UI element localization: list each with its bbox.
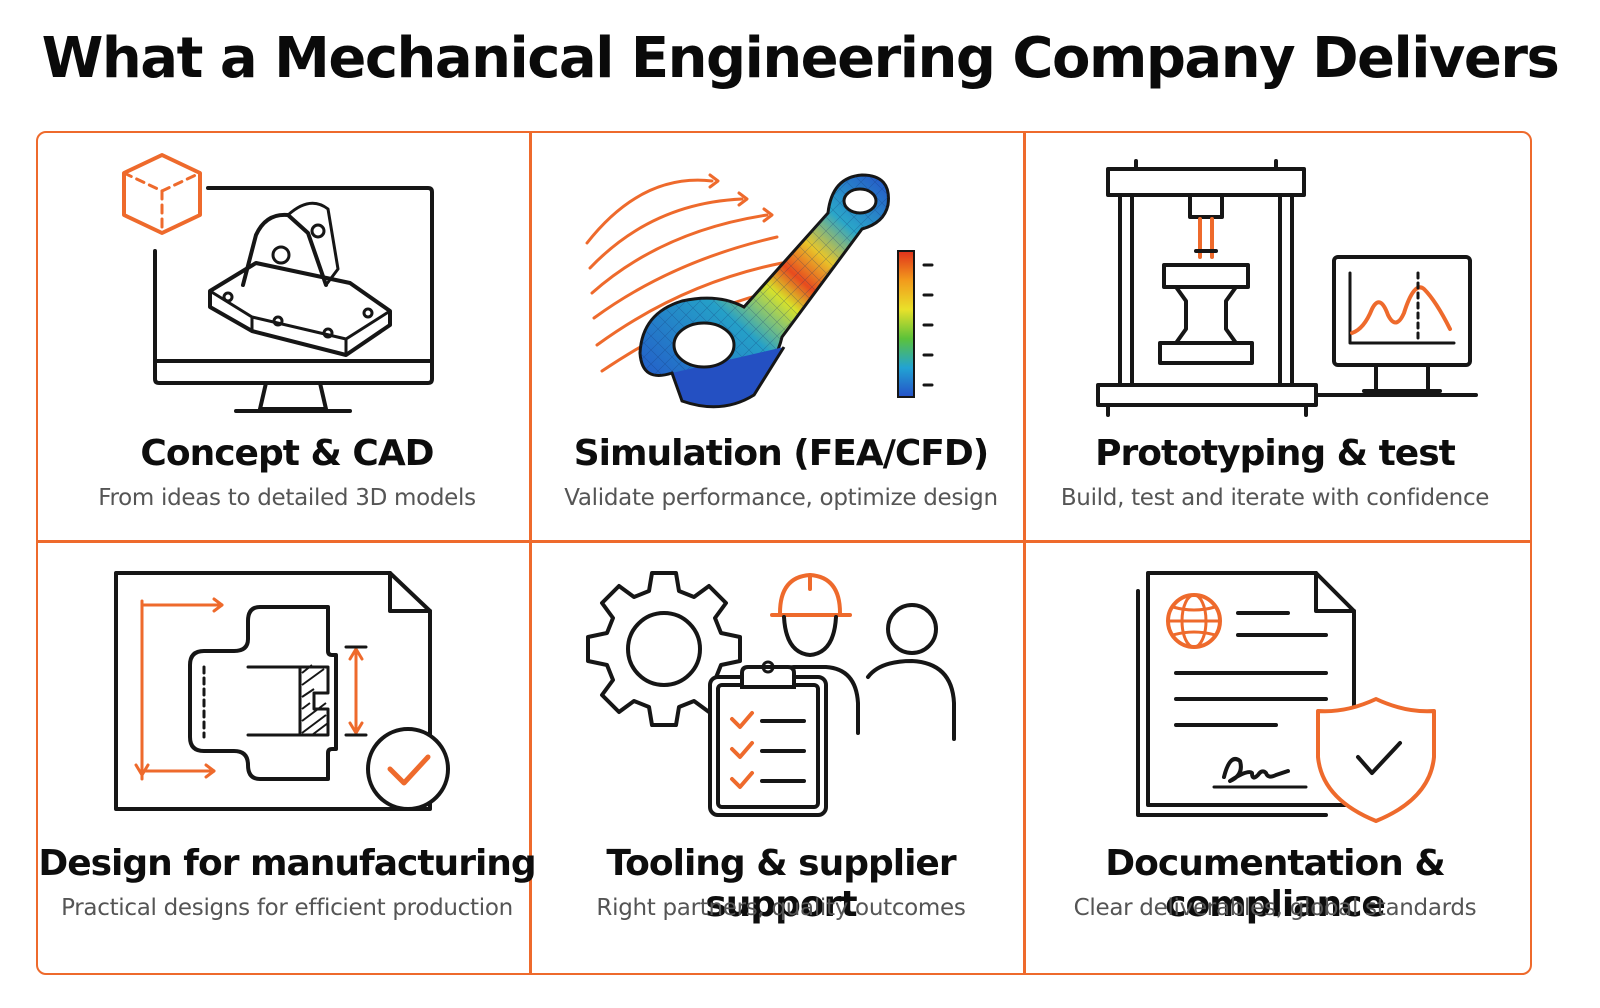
globe-icon xyxy=(1166,593,1222,649)
gear-icon xyxy=(586,571,742,727)
card-subtitle: Clear deliverables, global standards xyxy=(1073,895,1477,921)
tooling-team-icon xyxy=(586,571,956,817)
test-press-icon xyxy=(1096,159,1478,417)
card-design-for-manufacturing: Design for manufacturing Practical desig… xyxy=(38,543,537,964)
color-scale xyxy=(897,250,915,398)
cad-monitor-icon xyxy=(122,153,434,413)
card-simulation: Simulation (FEA/CFD) Validate performanc… xyxy=(532,133,1030,554)
card-subtitle: Practical designs for efficient producti… xyxy=(61,895,513,921)
card-subtitle: Build, test and iterate with confidence xyxy=(1060,485,1490,511)
grid-divider xyxy=(1023,133,1026,973)
page-title: What a Mechanical Engineering Company De… xyxy=(41,26,1560,91)
scale-ticks xyxy=(922,263,934,387)
card-subtitle: Validate performance, optimize design xyxy=(564,485,998,511)
dfm-drawing-icon xyxy=(114,571,450,811)
card-concept-cad: Concept & CAD From ideas to detailed 3D … xyxy=(38,133,536,554)
card-title: Prototyping & test xyxy=(1095,433,1456,474)
card-prototyping-test: Prototyping & test Build, test and itera… xyxy=(1026,133,1524,554)
card-title: Documentation & compliance xyxy=(1105,843,1445,925)
card-subtitle: Right partners, quality outcomes xyxy=(596,895,966,921)
card-title: Concept & CAD xyxy=(140,433,434,474)
card-subtitle: From ideas to detailed 3D models xyxy=(98,485,476,511)
card-title: Tooling & supplier support xyxy=(606,843,956,925)
services-grid: Concept & CAD From ideas to detailed 3D … xyxy=(36,131,1532,975)
card-title: Simulation (FEA/CFD) xyxy=(573,433,989,474)
documentation-shield-icon xyxy=(1136,571,1436,823)
grid-divider xyxy=(529,133,532,973)
card-tooling-supplier: Tooling & supplier support Right partner… xyxy=(532,543,1030,964)
grid-divider xyxy=(38,540,1530,543)
connecting-rod xyxy=(638,173,890,409)
card-documentation-compliance: Documentation & compliance Clear deliver… xyxy=(1026,543,1524,964)
fea-simulation-icon xyxy=(585,173,934,409)
card-title: Design for manufacturing xyxy=(38,843,536,884)
